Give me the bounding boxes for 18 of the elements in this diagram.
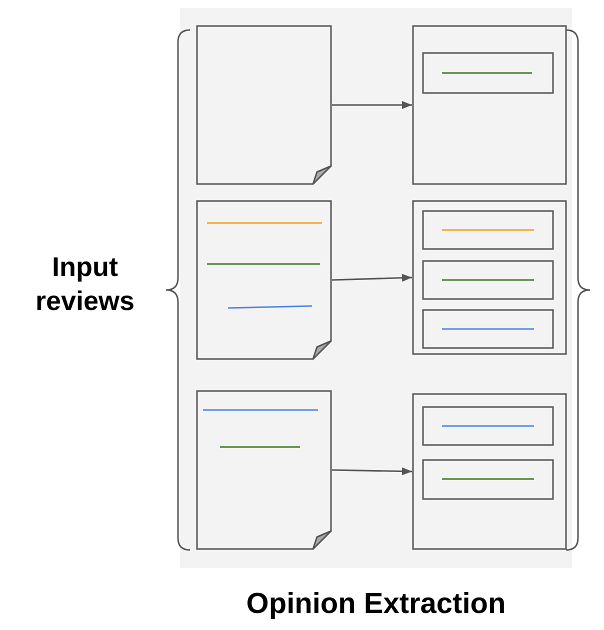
document-page — [196, 390, 332, 550]
document-page — [196, 200, 332, 360]
extraction-box — [422, 406, 554, 446]
arrow — [332, 274, 412, 282]
extraction-box — [422, 260, 554, 300]
panel-background — [180, 8, 572, 568]
brace-label: Input reviews — [34, 251, 136, 318]
extraction-box — [422, 459, 554, 500]
extraction-box — [412, 200, 567, 355]
extraction-box — [412, 25, 567, 185]
extraction-box — [412, 393, 567, 550]
extraction-box — [422, 52, 554, 94]
extraction-box — [422, 309, 554, 349]
extraction-box — [422, 210, 554, 250]
caption: Opinion Extraction — [245, 588, 507, 621]
arrow — [332, 101, 412, 109]
arrow — [332, 467, 412, 476]
document-page — [196, 25, 332, 185]
